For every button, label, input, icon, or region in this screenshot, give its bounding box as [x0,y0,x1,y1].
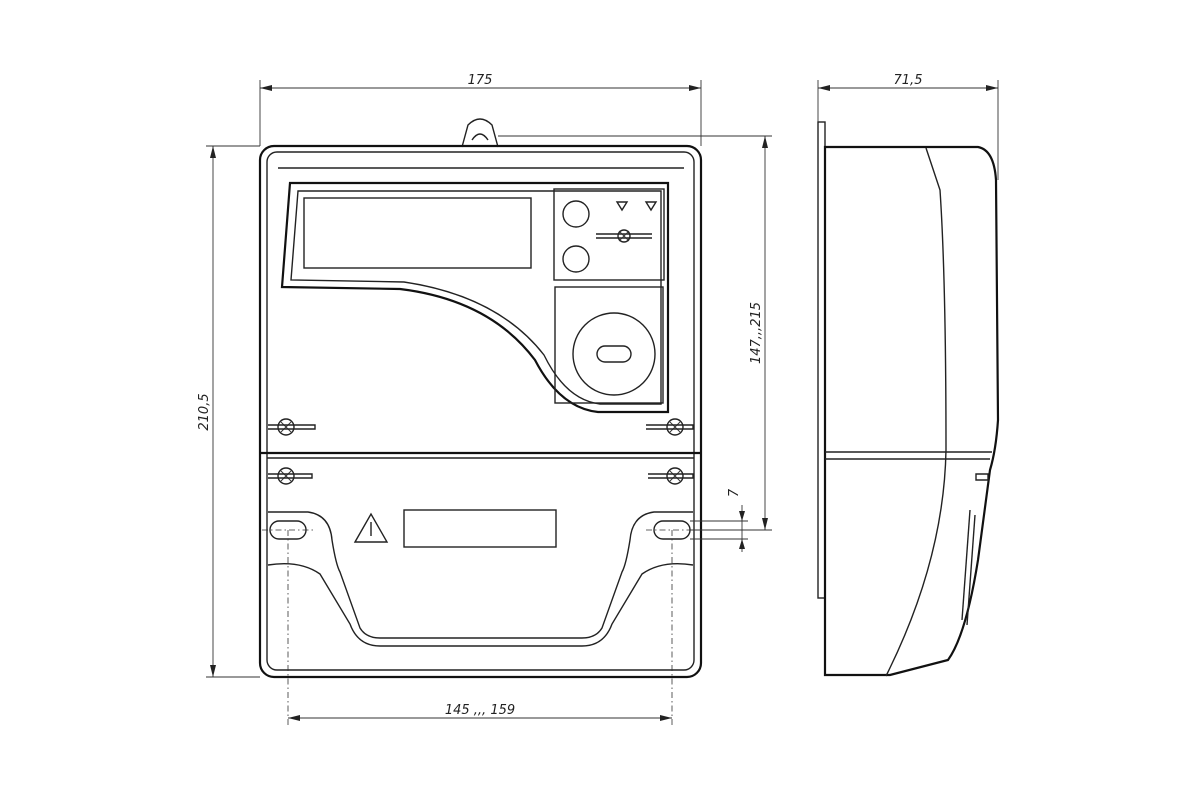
meter-body [258,144,703,679]
dim-screw-offset: 7 [727,488,742,497]
dim-depth-side: 71,5 [894,73,923,88]
screw-bottom-right [648,467,694,485]
screw-top-right [646,418,694,436]
screw-bottom-left [268,467,313,485]
button-lower [562,245,590,273]
seal-compartment [554,286,664,404]
indicator-triangle-1 [615,201,629,212]
button-upper [562,200,590,228]
side-latch [975,473,989,481]
dim-height-total: 210,5 [197,393,212,430]
dimension-lines [206,80,999,725]
warning-icon [353,512,389,543]
dim-mount-height-range: 147,,,215 [749,302,764,364]
display-panel [280,181,670,414]
dim-mount-width-range: 145 ,,, 159 [445,703,515,718]
terminal-cover [268,511,693,639]
side-body [823,145,1000,677]
screw-top-left [268,418,316,436]
lcd-window [303,197,532,269]
indicator-triangle-2 [644,201,658,212]
optical-port-icon [617,229,631,243]
side-view [817,121,1000,677]
dim-width-front: 175 [468,73,493,88]
button-panel [553,188,665,281]
seal-disc [572,312,656,396]
seal-slot [596,345,632,363]
hanging-loop [461,118,499,148]
front-view [258,118,703,679]
label-plate [403,509,557,548]
